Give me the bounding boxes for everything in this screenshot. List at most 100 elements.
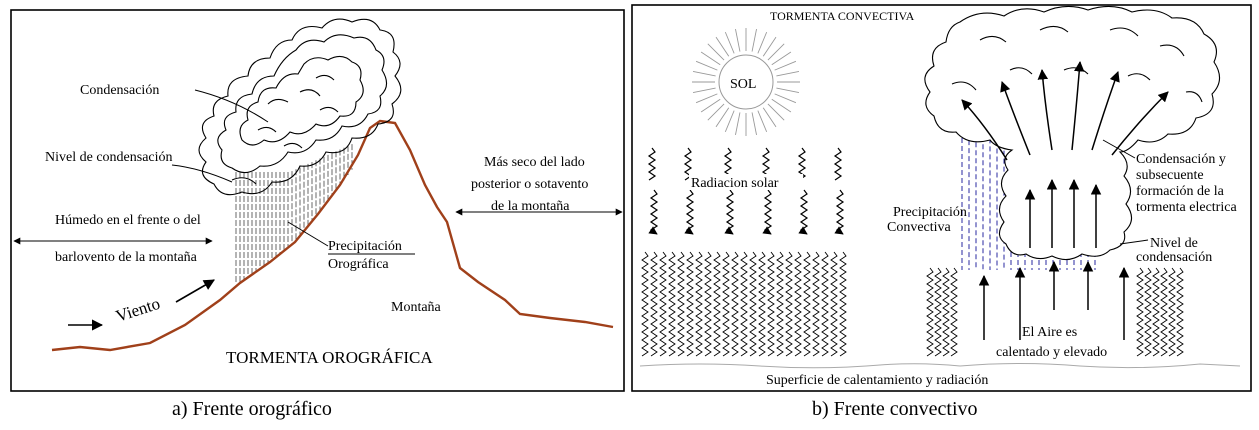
heat-waves-right-a bbox=[926, 267, 958, 357]
heat-wave bbox=[803, 251, 811, 357]
heat-wave bbox=[776, 251, 784, 357]
heat-wave bbox=[821, 251, 829, 357]
sun-ray bbox=[707, 43, 725, 61]
radiation-arrow bbox=[648, 189, 659, 235]
condensacion-leader-b bbox=[1102, 139, 1136, 159]
sun-ray bbox=[757, 110, 768, 133]
heat-wave bbox=[767, 251, 775, 357]
radiacion-label: Radiacion solar bbox=[691, 176, 779, 191]
sun-ray bbox=[771, 51, 792, 66]
heat-wave bbox=[731, 251, 739, 357]
heat-wave bbox=[686, 251, 694, 357]
heat-wave bbox=[830, 251, 838, 357]
tormenta-convectiva-title: TORMENTA CONVECTIVA bbox=[770, 9, 915, 23]
caption-a: a) Frente orográfico bbox=[172, 398, 332, 420]
sun-ray bbox=[692, 87, 716, 93]
condensacion-leader bbox=[194, 89, 269, 123]
sun-ray bbox=[692, 71, 716, 77]
cond-line1: Condensación y bbox=[1136, 152, 1226, 167]
ground-left bbox=[639, 363, 961, 369]
nivel-leader-b bbox=[1119, 239, 1149, 245]
heat-wave bbox=[785, 251, 793, 357]
aire-line1: El Aire es bbox=[1022, 325, 1077, 340]
cond-line3: formación de la bbox=[1136, 184, 1225, 199]
solar-radiation-arrows bbox=[647, 147, 845, 235]
heat-wave bbox=[668, 251, 676, 357]
radiacion-label-bg bbox=[689, 174, 803, 190]
sun-ray bbox=[707, 103, 725, 121]
heat-wave bbox=[677, 251, 685, 357]
heat-wave bbox=[1136, 267, 1144, 357]
radiation-arrow bbox=[834, 189, 845, 235]
heat-wave bbox=[713, 251, 721, 357]
heat-wave bbox=[942, 267, 950, 357]
heat-wave bbox=[749, 251, 757, 357]
sun-ray bbox=[695, 60, 718, 71]
updraft-arrow bbox=[1037, 68, 1053, 151]
nivel-b-line2: condensación bbox=[1136, 250, 1212, 265]
seco-line2: posterior o sotavento bbox=[471, 177, 588, 192]
mountain-profile bbox=[51, 119, 614, 352]
sun-ray bbox=[762, 36, 777, 57]
panel-b-frame bbox=[631, 4, 1252, 392]
montana-label: Montaña bbox=[391, 300, 442, 315]
orographic-cloud bbox=[198, 18, 402, 196]
heat-wave bbox=[1152, 267, 1160, 357]
viento-label: Viento bbox=[113, 294, 162, 326]
sun-ray bbox=[724, 31, 735, 54]
cond-line4: tormenta electrica bbox=[1136, 200, 1237, 215]
radiation-arrow bbox=[724, 189, 735, 235]
heat-wave bbox=[1160, 267, 1168, 357]
sun-ray bbox=[771, 98, 792, 113]
nivel-leader bbox=[171, 164, 233, 183]
heat-wave bbox=[839, 251, 847, 357]
sun-ray bbox=[776, 71, 800, 77]
heat-wave bbox=[740, 251, 748, 357]
caption-b: b) Frente convectivo bbox=[812, 398, 978, 420]
sun-ray bbox=[700, 98, 721, 113]
nivel-b-line1: Nivel de bbox=[1150, 236, 1198, 251]
precip-line2: Orográfica bbox=[328, 257, 389, 272]
heat-wave bbox=[659, 251, 667, 357]
heat-wave bbox=[950, 267, 958, 357]
panel-a: Condensación Nivel de condensación Húmed… bbox=[10, 9, 625, 392]
sun-ray bbox=[767, 43, 785, 61]
humedo-line2: barlovento de la montaña bbox=[55, 250, 198, 265]
sun-ray bbox=[774, 93, 797, 104]
sun-ray bbox=[762, 107, 777, 128]
precip-line1: Precipitación bbox=[328, 239, 402, 254]
heat-wave bbox=[641, 251, 649, 357]
heat-wave bbox=[1176, 267, 1184, 357]
updraft-arrow bbox=[1091, 71, 1120, 151]
sun-ray bbox=[735, 112, 741, 136]
radiation-arrow bbox=[762, 189, 773, 235]
heat-wave bbox=[1144, 267, 1152, 357]
panel-a-frame bbox=[10, 9, 625, 392]
heat-wave bbox=[695, 251, 703, 357]
aire-line2: calentado y elevado bbox=[996, 345, 1107, 360]
heat-wave bbox=[704, 251, 712, 357]
sun-ray bbox=[695, 93, 718, 104]
sun-disc bbox=[718, 54, 774, 110]
panel-b: TORMENTA CONVECTIVA SOL Radiacion solar bbox=[631, 4, 1252, 392]
radiation-arrow bbox=[798, 189, 809, 235]
sun-ray bbox=[724, 110, 735, 133]
sun-ray bbox=[757, 31, 768, 54]
radiation-wave bbox=[833, 147, 843, 181]
updraft-arrows bbox=[961, 60, 1169, 340]
nivel-condensacion-label: Nivel de condensación bbox=[45, 150, 173, 165]
humedo-line1: Húmedo en el frente o del bbox=[55, 213, 201, 228]
heat-wave bbox=[812, 251, 820, 357]
heat-wave bbox=[722, 251, 730, 357]
sol-label: SOL bbox=[730, 77, 756, 92]
heat-waves-left bbox=[641, 251, 847, 357]
radiation-wave bbox=[647, 147, 657, 181]
wind-arrow-2 bbox=[175, 279, 215, 303]
heat-wave bbox=[758, 251, 766, 357]
heat-wave bbox=[794, 251, 802, 357]
radiation-arrow bbox=[684, 189, 695, 235]
sun-ray bbox=[715, 107, 730, 128]
sun-ray bbox=[751, 112, 757, 136]
sun: SOL bbox=[692, 28, 800, 136]
